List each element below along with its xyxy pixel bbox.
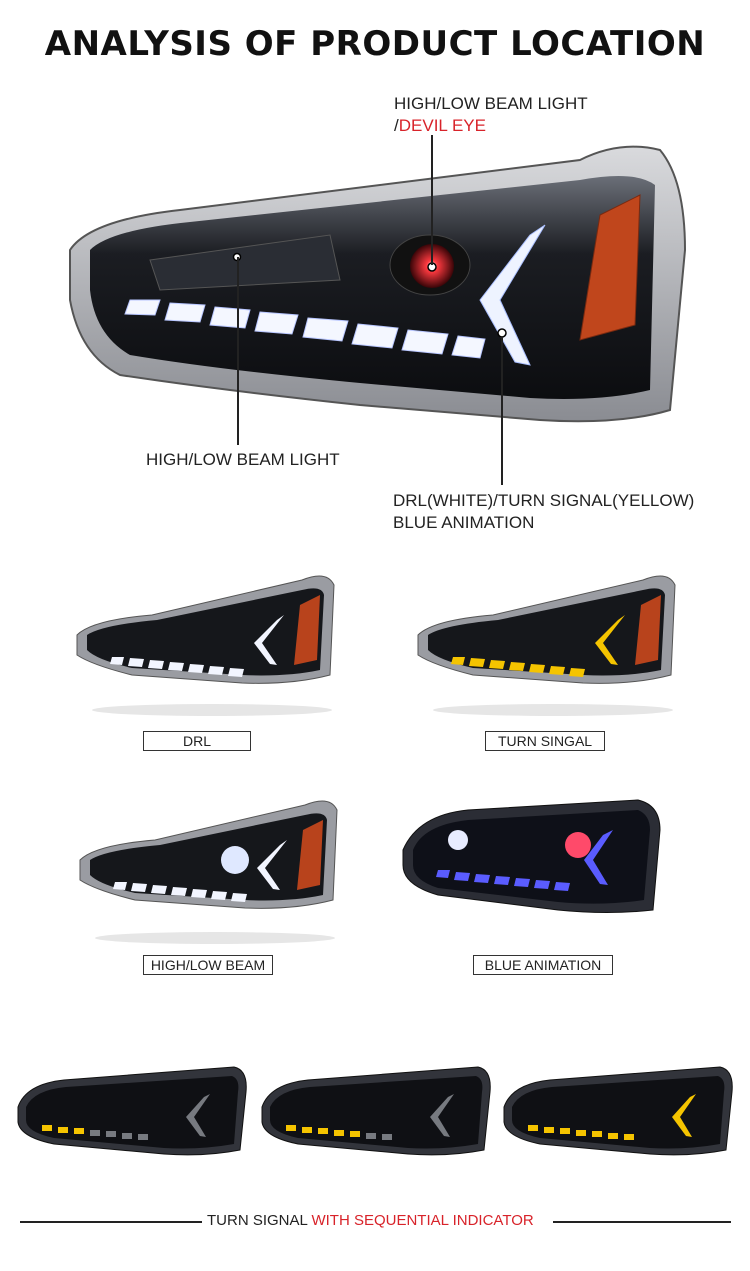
callout-line2: /DEVIL EYE: [394, 115, 588, 137]
drl-mode-image: [76, 575, 335, 716]
page-title: ANALYSIS OF PRODUCT LOCATION: [44, 24, 706, 64]
leader-line-beam: [237, 257, 239, 445]
mode-label-drl: DRL: [143, 731, 251, 751]
callout-drl: DRL(WHITE)/TURN SIGNAL(YELLOW) BLUE ANIM…: [393, 490, 694, 534]
callout-slash: /: [394, 116, 399, 135]
devil-eye-text: DEVIL EYE: [398, 116, 486, 135]
bottom-divider-left: [20, 1221, 202, 1223]
callout-high-low-devil-eye: HIGH/LOW BEAM LIGHT /DEVIL EYE: [394, 93, 588, 137]
leader-line-drl: [501, 337, 503, 485]
turn-signal-mode-image: [417, 575, 676, 716]
sequential-image-1: [17, 1066, 247, 1156]
mode-label-turn-signal: TURN SINGAL: [485, 731, 605, 751]
bottom-divider-right: [553, 1221, 731, 1223]
callout-drl-line1: DRL(WHITE)/TURN SIGNAL(YELLOW): [393, 491, 695, 510]
bottom-caption: TURN SIGNAL WITH SEQUENTIAL INDICATOR: [207, 1212, 534, 1229]
main-headlight-image: [69, 145, 687, 423]
blue-animation-mode-image: [402, 799, 661, 913]
mode-label-high-low-beam: HIGH/LOW BEAM: [143, 955, 273, 975]
sequential-image-2: [261, 1066, 491, 1156]
callout-high-low-beam: HIGH/LOW BEAM LIGHT: [146, 450, 340, 469]
callout-line1: HIGH/LOW BEAM LIGHT: [394, 94, 588, 113]
leader-line-devil-eye: [431, 135, 433, 265]
callout-drl-line2: BLUE ANIMATION: [393, 513, 535, 532]
sequential-image-3: [503, 1066, 733, 1156]
bottom-caption-red: WITH SEQUENTIAL INDICATOR: [311, 1212, 534, 1229]
bottom-caption-prefix: TURN SIGNAL: [207, 1212, 312, 1229]
mode-label-blue-animation: BLUE ANIMATION: [473, 955, 613, 975]
high-low-beam-mode-image: [79, 800, 338, 944]
